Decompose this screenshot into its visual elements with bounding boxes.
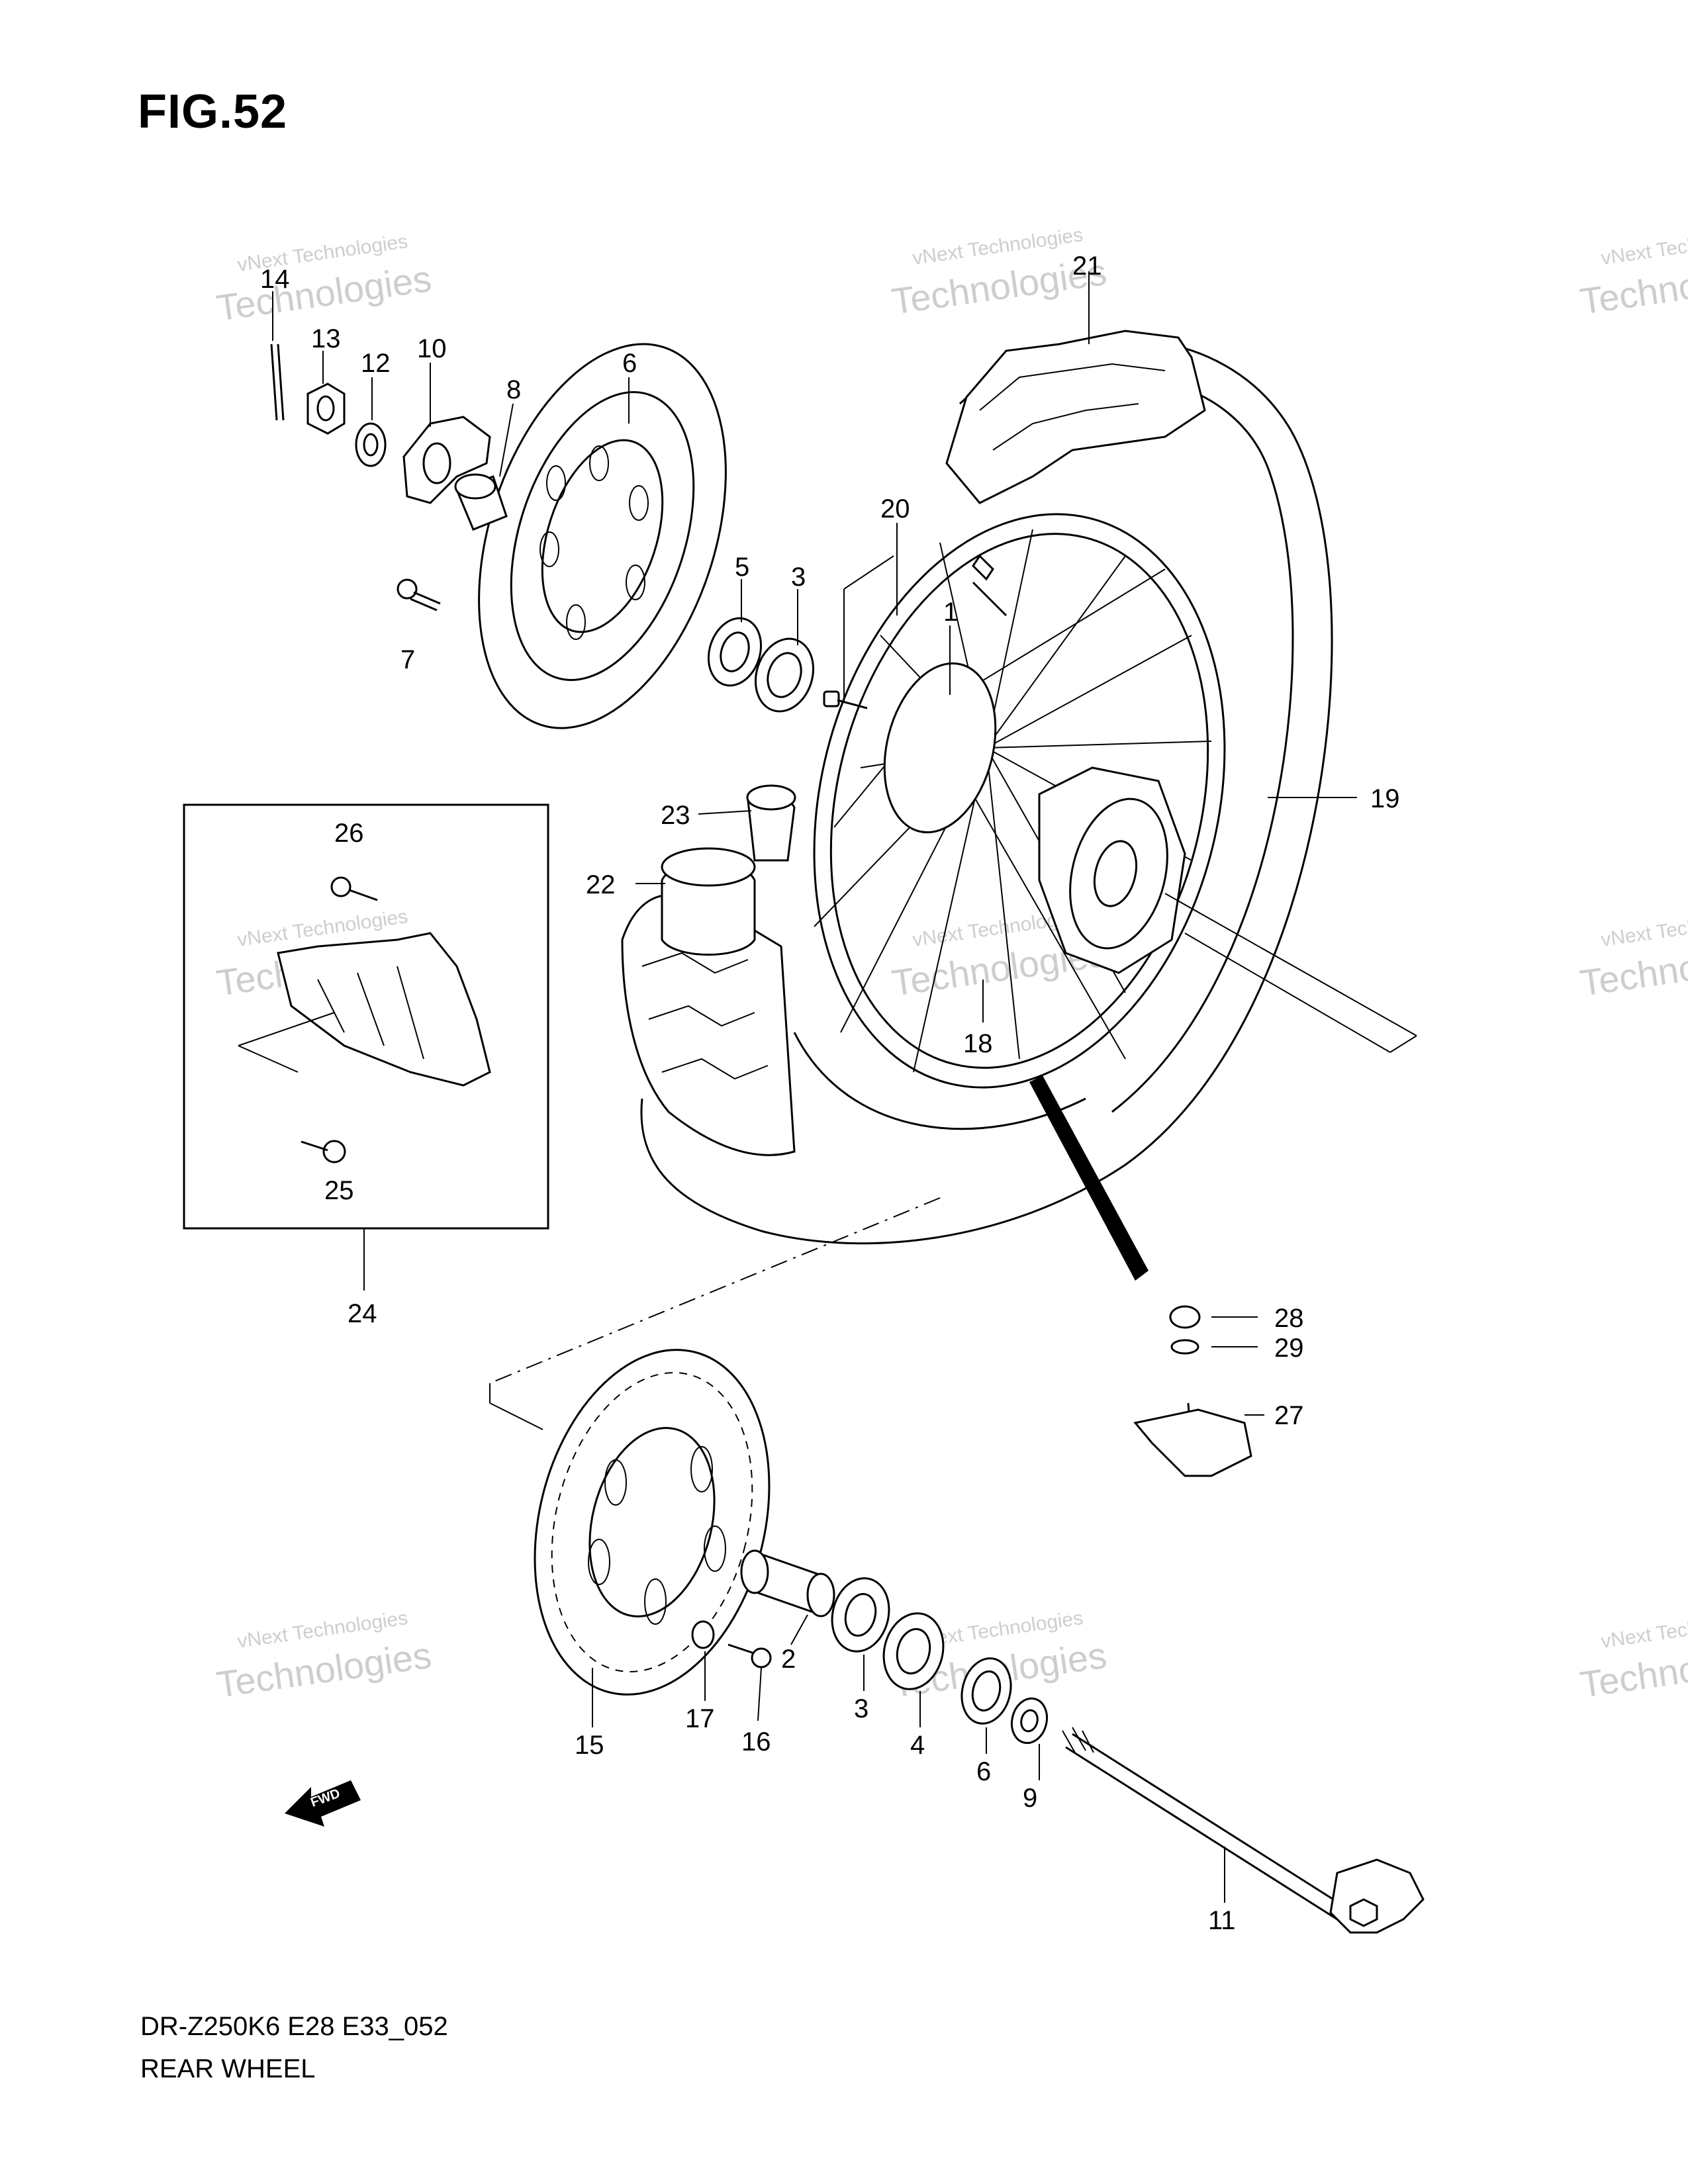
tire-section xyxy=(621,847,796,1156)
bearing xyxy=(882,1612,945,1690)
callout-4: 4 xyxy=(910,1731,925,1760)
washer xyxy=(355,422,387,467)
callout-14: 13 xyxy=(311,324,341,353)
svg-text:vNext Technologies: vNext Technologies xyxy=(1599,905,1688,951)
callout-10: 9 xyxy=(1023,1784,1037,1813)
rim-band xyxy=(746,784,796,862)
callout-29: 28 xyxy=(1274,1304,1304,1333)
axle-spacer xyxy=(740,1549,835,1617)
leader-lines xyxy=(272,271,1357,1903)
watermark: vNext Technologies Technologies xyxy=(1577,905,1688,1004)
callout-8: 7 xyxy=(400,645,415,674)
callout-7: 6 xyxy=(622,349,637,378)
disc-bolt xyxy=(397,578,441,612)
collar xyxy=(1010,1697,1049,1745)
callout-12: 11 xyxy=(1208,1906,1236,1935)
watermark: vNext Technologies Technologies xyxy=(1577,224,1688,322)
callout-24: 23 xyxy=(661,801,690,830)
bearing xyxy=(754,637,815,713)
sprocket-nut xyxy=(691,1620,715,1649)
watermark: vNext Technologies Technologies xyxy=(1577,1607,1688,1706)
rim-lock xyxy=(1133,1305,1252,1477)
callout-11: 10 xyxy=(417,334,447,363)
callout-3: 3 xyxy=(854,1694,868,1723)
callout-27: 26 xyxy=(334,819,364,848)
callout-2: 2 xyxy=(781,1645,796,1674)
explosion-lines xyxy=(238,555,1417,1430)
chain-adjuster xyxy=(402,416,491,504)
callout-28: 27 xyxy=(1274,1401,1304,1430)
callout-13: 12 xyxy=(361,349,391,378)
fwd-arrow: FWD xyxy=(285,1780,361,1827)
callout-1: 1 xyxy=(943,598,958,627)
rear-axle xyxy=(1062,1727,1425,1934)
callout-16: 15 xyxy=(575,1731,604,1760)
bearing xyxy=(831,1577,890,1653)
svg-text:vNext Technologies: vNext Technologies xyxy=(1599,1607,1688,1653)
callout-30: 29 xyxy=(1274,1334,1304,1363)
figure-title: FIG.52 xyxy=(138,85,288,138)
watermark: vNext Technologies Technologies xyxy=(214,1607,434,1706)
rear-sprocket xyxy=(534,1349,771,1696)
callout-17: 16 xyxy=(741,1727,771,1756)
chain-guard xyxy=(277,932,491,1087)
callout-20: 19 xyxy=(1370,784,1400,813)
dust-seal xyxy=(707,617,763,687)
callout-26: 25 xyxy=(324,1176,354,1205)
callout-5: 5 xyxy=(735,553,749,582)
watermark: vNext Technologies Technologies xyxy=(214,230,434,329)
callout-15: 14 xyxy=(260,265,290,294)
rear-tire xyxy=(640,330,1333,1245)
callout-19: 18 xyxy=(963,1029,993,1058)
inset-box xyxy=(183,803,549,1230)
figure-name: REAR WHEEL xyxy=(140,2054,316,2083)
figure-code: DR-Z250K6 E28 E33_052 xyxy=(140,2012,448,2041)
callout-9: 8 xyxy=(506,375,521,404)
callout-18: 17 xyxy=(685,1704,715,1733)
callout-23: 22 xyxy=(586,870,616,899)
oil-seal xyxy=(961,1657,1012,1725)
spacer xyxy=(454,473,508,531)
svg-text:vNext Technologies: vNext Technologies xyxy=(1599,224,1688,269)
guard-bolt xyxy=(301,876,378,1163)
brake-disc xyxy=(478,343,727,729)
sprocket-bolt xyxy=(727,1643,772,1668)
rear-hub xyxy=(883,662,1186,974)
callouts: 14 13 12 10 8 6 7 5 3 20 1 21 19 23 22 1… xyxy=(260,251,1400,1935)
axle-nut xyxy=(306,383,346,435)
cotter-pin xyxy=(270,343,285,421)
callout-25: 24 xyxy=(348,1299,377,1328)
rim xyxy=(813,513,1226,1089)
valve xyxy=(823,554,1008,709)
callout-3: 3 xyxy=(791,563,806,592)
callout-21: 20 xyxy=(880,494,910,523)
callout-22: 21 xyxy=(1072,251,1102,281)
